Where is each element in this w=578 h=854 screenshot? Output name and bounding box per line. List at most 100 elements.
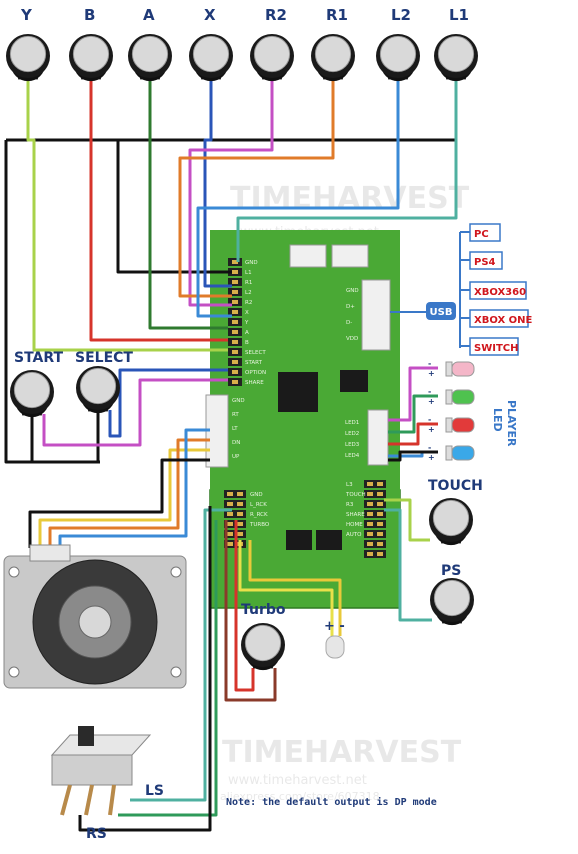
connector-top-1: [289, 244, 327, 268]
button-b-cap: [72, 35, 110, 73]
right-pin-gold-a-2: [367, 502, 373, 506]
wire-led-minus: [238, 540, 334, 636]
mid-pin-gold-a-2: [227, 512, 233, 516]
right-pin-gold-a-7: [367, 552, 373, 556]
left-pin-gold-7: [232, 330, 238, 334]
button-ps-cap: [433, 579, 471, 617]
player-led-minus-3: -: [428, 415, 431, 424]
turbo-led-polarity: + -: [324, 619, 345, 634]
right-pin-gold-a-3: [367, 512, 373, 516]
usb-label: USB: [430, 307, 453, 318]
silk-stick-label-4: UP: [232, 454, 240, 460]
left-pin-gold-4: [232, 300, 238, 304]
silk-right-label-4: HOME: [346, 522, 363, 528]
player-led-base-4: [445, 445, 453, 461]
button-r2-cap: [253, 35, 291, 73]
button-y: [6, 34, 50, 82]
button-l1: [434, 34, 478, 82]
silk-left-label-12: SHARE: [245, 380, 264, 386]
wire-start: [42, 378, 228, 447]
right-pin-7: [364, 550, 386, 558]
right-pin-3: [364, 510, 386, 518]
silk-usb-label-3: VDD: [346, 336, 358, 342]
player-led-base-3: [445, 417, 453, 433]
silk-led-label-1: LED2: [345, 431, 359, 437]
switch-knob: [78, 726, 94, 746]
silk-left-label-0: GND: [245, 260, 258, 266]
silk-mid-label-2: R_RCK: [250, 512, 268, 518]
mode-box-pc: [469, 223, 501, 242]
left-pin-header: [228, 258, 242, 386]
mode-box-xbox-one: [469, 309, 529, 328]
top-label-a: A: [143, 6, 155, 24]
small-chip-2: [316, 530, 342, 550]
player-led-label-1: PLAYER: [505, 400, 518, 447]
mode-box-switch: [469, 337, 519, 356]
joystick-hole-2: [170, 566, 182, 578]
player-led-minus-2: -: [428, 387, 431, 396]
player-led-2: [451, 389, 475, 405]
mid-pin-gold-a-1: [227, 502, 233, 506]
silk-left-label-11: OPTION: [245, 370, 266, 376]
silk-led-label-0: LED1: [345, 420, 359, 426]
top-label-r2: R2: [265, 6, 287, 24]
mode-label-switch: SWITCH: [474, 343, 518, 354]
button-a: [128, 34, 172, 82]
watermark-brand: TIMEHARVEST: [230, 181, 470, 216]
right-pin-gold-a-0: [367, 482, 373, 486]
button-l2-cap: [379, 35, 417, 73]
right-pin-1: [364, 490, 386, 498]
right-pin-gold-b-4: [377, 522, 383, 526]
mid-pin-gold-b-2: [237, 512, 243, 516]
player-led-base-1: [445, 361, 453, 377]
wire-stick-3: [58, 428, 210, 548]
top-label-l2: L2: [391, 6, 411, 24]
button-touch: [429, 498, 473, 546]
start-label: START: [14, 350, 64, 366]
mid-pin-gold-b-1: [237, 502, 243, 506]
silk-right-label-5: AUTO: [346, 532, 362, 538]
switch-pin-2: [84, 784, 94, 816]
mid-pin-gold-a-4: [227, 532, 233, 536]
right-pin-4: [364, 520, 386, 528]
wire-ls: [130, 508, 232, 802]
top-label-x: X: [204, 6, 216, 24]
player-leds: -+-+-+-+: [428, 359, 475, 462]
wire-stick-2: [48, 438, 210, 548]
mid-pin-gold-a-0: [227, 492, 233, 496]
button-r1: [311, 34, 355, 82]
top-label-y: Y: [20, 6, 33, 24]
mode-label-xbox-one: XBOX ONE: [474, 315, 533, 326]
ls-label: LS: [145, 783, 164, 799]
joystick-connector: [29, 544, 71, 562]
wire-x: [203, 80, 232, 288]
left-pin-gold-9: [232, 350, 238, 354]
switch-pin-3: [108, 784, 116, 816]
silk-left-label-10: START: [245, 360, 263, 366]
wire-b: [89, 80, 228, 342]
wire-ps: [384, 508, 432, 622]
select-label: SELECT: [75, 350, 133, 366]
right-pin-gold-b-0: [377, 482, 383, 486]
mid-pin-gold-b-4: [237, 532, 243, 536]
mid-pin-gold-a-3: [227, 522, 233, 526]
silk-stick-label-3: DN: [232, 440, 240, 446]
mode-box-ps4: [469, 251, 503, 270]
mcu-chip: [278, 372, 318, 412]
player-led-plus-4: +: [428, 453, 435, 462]
left-pin-gold-3: [232, 290, 238, 294]
wire-led-gnd: [388, 450, 438, 462]
top-label-b: B: [84, 6, 95, 24]
mid-pin-gold-a-5: [227, 542, 233, 546]
silk-mid-label-1: L_RCK: [250, 502, 267, 508]
left-pin-gold-8: [232, 340, 238, 344]
joystick: [3, 544, 187, 689]
